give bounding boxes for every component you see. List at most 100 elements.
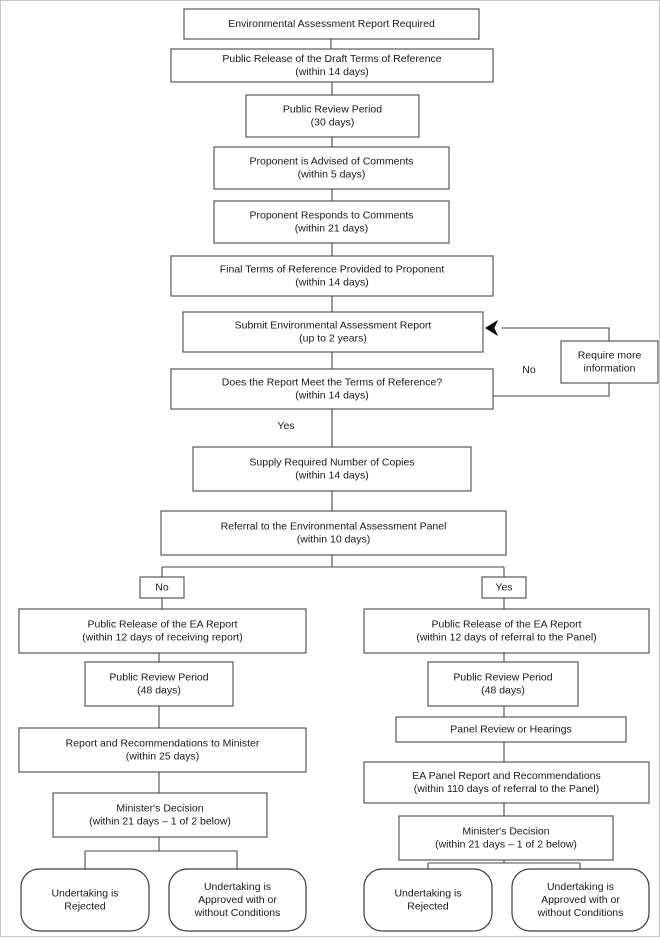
node-branch-label-no: No <box>139 576 185 599</box>
node-public-release-ea-report-left: Public Release of the EA Report(within 1… <box>18 608 307 654</box>
report-and-recommendations-to-minister-line-1: (within 25 days) <box>126 750 200 762</box>
ea-panel-report-and-recommendations-line-1: (within 110 days of referral to the Pane… <box>414 783 599 795</box>
edge-label-yes-proceed: Yes <box>277 420 294 432</box>
public-release-ea-report-left-line-1: (within 12 days of receiving report) <box>82 631 243 643</box>
does-report-meet-terms-of-reference-box <box>170 368 494 410</box>
proponent-responds-to-comments-box <box>213 200 450 244</box>
public-review-period-30-days-box <box>245 94 420 138</box>
ministers-decision-right-line-1: (within 21 days – 1 of 2 below) <box>435 838 577 850</box>
proponent-advised-of-comments-line-0: Proponent is Advised of Comments <box>249 155 413 167</box>
arrow-into-submit-report <box>485 319 498 337</box>
referral-to-environmental-assessment-panel-line-0: Referral to the Environmental Assessment… <box>221 520 447 532</box>
branch-label-no-line-0: No <box>155 581 169 593</box>
node-does-report-meet-terms-of-reference: Does the Report Meet the Terms of Refere… <box>170 368 494 410</box>
undertaking-rejected-right-line-1: Rejected <box>407 900 449 912</box>
node-public-release-draft-terms-of-reference: Public Release of the Draft Terms of Ref… <box>170 48 494 83</box>
supply-required-number-of-copies-line-1: (within 14 days) <box>295 469 369 481</box>
arrow-layer <box>485 319 498 337</box>
undertaking-rejected-left-box <box>20 868 150 932</box>
node-supply-required-number-of-copies: Supply Required Number of Copies(within … <box>192 446 472 492</box>
undertaking-approved-right-line-0: Undertaking is <box>547 881 614 893</box>
node-environmental-assessment-report-required: Environmental Assessment Report Required <box>183 8 480 40</box>
connector-layer <box>84 39 610 869</box>
undertaking-approved-right-line-1: Approved with or <box>541 894 620 906</box>
public-release-ea-report-left-box <box>18 608 307 654</box>
final-terms-of-reference-provided-box <box>170 255 494 297</box>
undertaking-approved-left-line-0: Undertaking is <box>204 881 271 893</box>
public-review-period-30-days-line-1: (30 days) <box>311 116 355 128</box>
require-more-information-line-0: Require more <box>578 349 642 361</box>
panel-review-or-hearings-box <box>395 716 627 743</box>
node-ministers-decision-left: Minister's Decision(within 21 days – 1 o… <box>52 792 268 838</box>
public-review-period-48-days-right-line-1: (48 days) <box>481 684 525 696</box>
public-review-period-48-days-right-line-0: Public Review Period <box>453 671 552 683</box>
public-release-ea-report-right-line-1: (within 12 days of referral to the Panel… <box>416 631 596 643</box>
referral-to-environmental-assessment-panel-line-1: (within 10 days) <box>297 533 371 545</box>
node-referral-to-environmental-assessment-panel: Referral to the Environmental Assessment… <box>160 510 507 556</box>
ministers-decision-right-box <box>398 815 614 861</box>
public-review-period-48-days-left-box <box>84 661 234 707</box>
report-and-recommendations-to-minister-line-0: Report and Recommendations to Minister <box>66 737 260 749</box>
public-review-period-30-days-line-0: Public Review Period <box>283 103 382 115</box>
node-final-terms-of-reference-provided: Final Terms of Reference Provided to Pro… <box>170 255 494 297</box>
undertaking-rejected-left-line-0: Undertaking is <box>51 887 118 899</box>
ea-panel-report-and-recommendations-box <box>363 761 650 804</box>
node-ea-panel-report-and-recommendations: EA Panel Report and Recommendations(with… <box>363 761 650 804</box>
conn-require-to-submit <box>501 327 610 341</box>
submit-environmental-assessment-report-line-1: (up to 2 years) <box>299 332 367 344</box>
ministers-decision-left-line-1: (within 21 days – 1 of 2 below) <box>89 815 231 827</box>
branch-label-yes-box <box>481 576 527 599</box>
require-more-information-box <box>560 340 659 384</box>
node-proponent-responds-to-comments: Proponent Responds to Comments(within 21… <box>213 200 450 244</box>
public-release-ea-report-left-line-0: Public Release of the EA Report <box>87 618 237 630</box>
final-terms-of-reference-provided-line-0: Final Terms of Reference Provided to Pro… <box>220 263 445 275</box>
report-and-recommendations-to-minister-box <box>18 727 307 773</box>
ministers-decision-left-line-0: Minister's Decision <box>116 802 203 814</box>
node-branch-label-yes: Yes <box>481 576 527 599</box>
environmental-assessment-report-required-line-0: Environmental Assessment Report Required <box>228 18 435 30</box>
node-proponent-advised-of-comments: Proponent is Advised of Comments(within … <box>213 146 450 190</box>
node-panel-review-or-hearings: Panel Review or Hearings <box>395 716 627 743</box>
supply-required-number-of-copies-line-0: Supply Required Number of Copies <box>249 456 414 468</box>
node-public-release-ea-report-right: Public Release of the EA Report(within 1… <box>363 608 650 654</box>
node-ministers-decision-right: Minister's Decision(within 21 days – 1 o… <box>398 815 614 861</box>
public-review-period-48-days-left-line-1: (48 days) <box>137 684 181 696</box>
branch-label-yes-line-0: Yes <box>495 581 512 593</box>
does-report-meet-terms-of-reference-line-1: (within 14 days) <box>295 389 369 401</box>
node-report-and-recommendations-to-minister: Report and Recommendations to Minister(w… <box>18 727 307 773</box>
node-layer: Environmental Assessment Report Required… <box>18 8 659 932</box>
public-release-ea-report-right-box <box>363 608 650 654</box>
undertaking-rejected-right-line-0: Undertaking is <box>394 887 461 899</box>
public-review-period-48-days-left-line-0: Public Review Period <box>109 671 208 683</box>
ea-panel-report-and-recommendations-line-0: EA Panel Report and Recommendations <box>412 770 601 782</box>
panel-review-or-hearings-line-0: Panel Review or Hearings <box>450 723 571 735</box>
branch-label-no-box <box>139 576 185 599</box>
undertaking-rejected-left-line-1: Rejected <box>64 900 106 912</box>
public-review-period-48-days-right-box <box>427 661 579 707</box>
node-submit-environmental-assessment-report: Submit Environmental Assessment Report(u… <box>182 311 484 353</box>
supply-required-number-of-copies-box <box>192 446 472 492</box>
public-release-draft-terms-of-reference-line-1: (within 14 days) <box>295 66 369 78</box>
proponent-advised-of-comments-box <box>213 146 450 190</box>
proponent-responds-to-comments-line-1: (within 21 days) <box>295 222 369 234</box>
undertaking-approved-left-line-2: without Conditions <box>194 907 281 919</box>
public-release-draft-terms-of-reference-box <box>170 48 494 83</box>
referral-to-environmental-assessment-panel-box <box>160 510 507 556</box>
ministers-decision-left-box <box>52 792 268 838</box>
submit-environmental-assessment-report-box <box>182 311 484 353</box>
proponent-advised-of-comments-line-1: (within 5 days) <box>298 168 366 180</box>
edge-label-no-loop: No <box>522 364 536 376</box>
final-terms-of-reference-provided-line-1: (within 14 days) <box>295 276 369 288</box>
public-release-draft-terms-of-reference-line-0: Public Release of the Draft Terms of Ref… <box>222 53 441 65</box>
undertaking-approved-left-box <box>168 868 307 932</box>
node-public-review-period-48-days-right: Public Review Period(48 days) <box>427 661 579 707</box>
undertaking-approved-right-box <box>511 868 650 932</box>
proponent-responds-to-comments-line-0: Proponent Responds to Comments <box>249 209 413 221</box>
